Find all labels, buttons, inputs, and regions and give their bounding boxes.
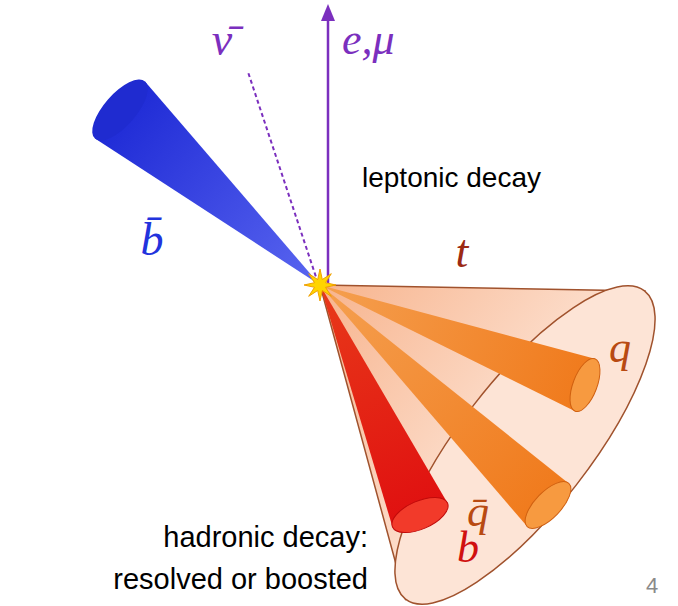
decay-caption-box: hadronic decay: resolved or boosted [104, 516, 368, 600]
quark-symbol: q [609, 324, 631, 372]
bbar-jet-mouth [83, 71, 157, 149]
qbar-jet-mouth [518, 474, 578, 535]
lepton-symbol: e,μ [342, 16, 395, 64]
lepton-arrowhead [321, 4, 335, 21]
neutrino-symbol: ν̄ [212, 15, 232, 66]
top-symbol: t [456, 227, 469, 278]
neutrino-line [248, 72, 318, 283]
decay-caption: hadronic decay: resolved or boosted [104, 516, 368, 600]
neutrino-symbol-box: ν̄ [212, 15, 232, 66]
top-symbol-box: t [456, 227, 469, 278]
q-jet-cone [320, 285, 595, 411]
lepton-line [327, 18, 330, 283]
slide-number: 4 [646, 574, 658, 598]
b-symbol: b [457, 524, 479, 572]
b-symbol-box: b [457, 524, 479, 572]
collision-star [304, 269, 336, 301]
slide-number-box: 4 [646, 574, 658, 598]
bbar-symbol-box: b̄ [141, 215, 164, 266]
q-jet-mouth [564, 355, 606, 416]
b-jet-mouth [387, 490, 453, 540]
lepton-symbol-box: e,μ [342, 16, 395, 64]
decay-caption-box: leptonic decay [362, 163, 541, 194]
decay-caption: leptonic decay [362, 163, 541, 194]
quark-symbol-box: q [609, 324, 631, 372]
bbar-symbol: b̄ [141, 215, 164, 266]
